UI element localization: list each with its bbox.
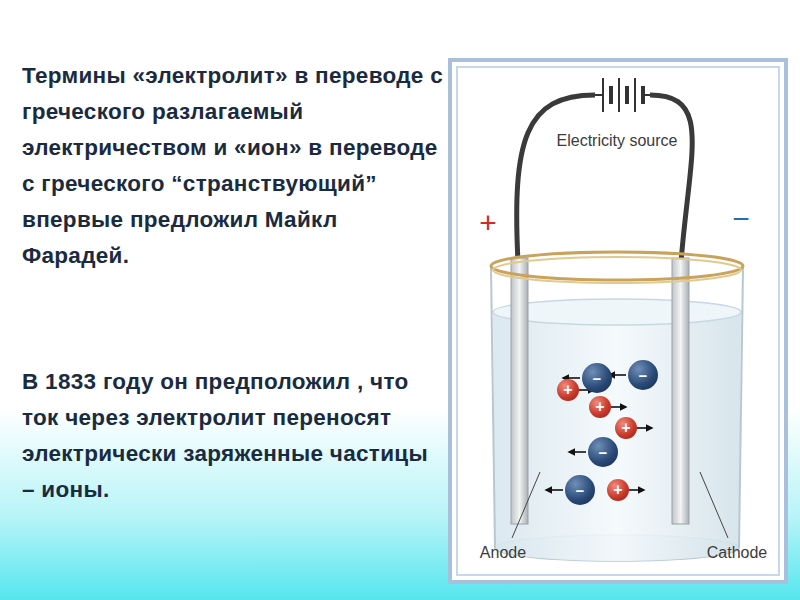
beaker-wall — [491, 268, 495, 548]
leader-line — [512, 472, 540, 538]
cation-circle: + — [557, 379, 579, 401]
electrolyte — [493, 312, 741, 561]
ion-charge: + — [595, 399, 604, 415]
anion-circle: − — [582, 363, 612, 393]
anode-label: Anode — [480, 544, 526, 562]
intro-paragraph: Термины «электролит» в переводе с гречес… — [22, 58, 447, 274]
panel-inner-frame — [457, 67, 779, 575]
anion-circle: − — [588, 437, 618, 467]
ion-charge: + — [613, 482, 622, 498]
cation-circle: + — [615, 417, 637, 439]
history-paragraph: В 1833 году он предположил , что ток чер… — [22, 364, 447, 508]
wire — [517, 95, 595, 262]
plus-terminal: + — [479, 206, 497, 240]
source-label: Electricity source — [557, 132, 678, 150]
anion-circle: − — [565, 475, 595, 505]
liquid-surface — [493, 299, 741, 325]
cathode-plate — [672, 258, 689, 524]
anion-circle: − — [628, 360, 658, 390]
cation-circle: + — [589, 396, 611, 418]
ion-charge: − — [593, 371, 602, 386]
ion-charge: + — [563, 382, 572, 398]
beaker-rim — [493, 257, 741, 283]
ion-charge: − — [576, 483, 585, 498]
panel-frame — [450, 60, 786, 582]
ion-charge: + — [621, 420, 630, 436]
leader-line — [700, 472, 728, 538]
anode-plate — [511, 258, 528, 524]
beaker-wall — [739, 268, 743, 548]
cation-circle: + — [607, 479, 629, 501]
battery-symbol — [595, 78, 650, 112]
wire — [650, 95, 692, 262]
ion-charge: − — [639, 368, 648, 383]
minus-terminal: − — [732, 202, 750, 236]
cathode-label: Cathode — [707, 544, 768, 562]
ion-charge: − — [599, 445, 608, 460]
